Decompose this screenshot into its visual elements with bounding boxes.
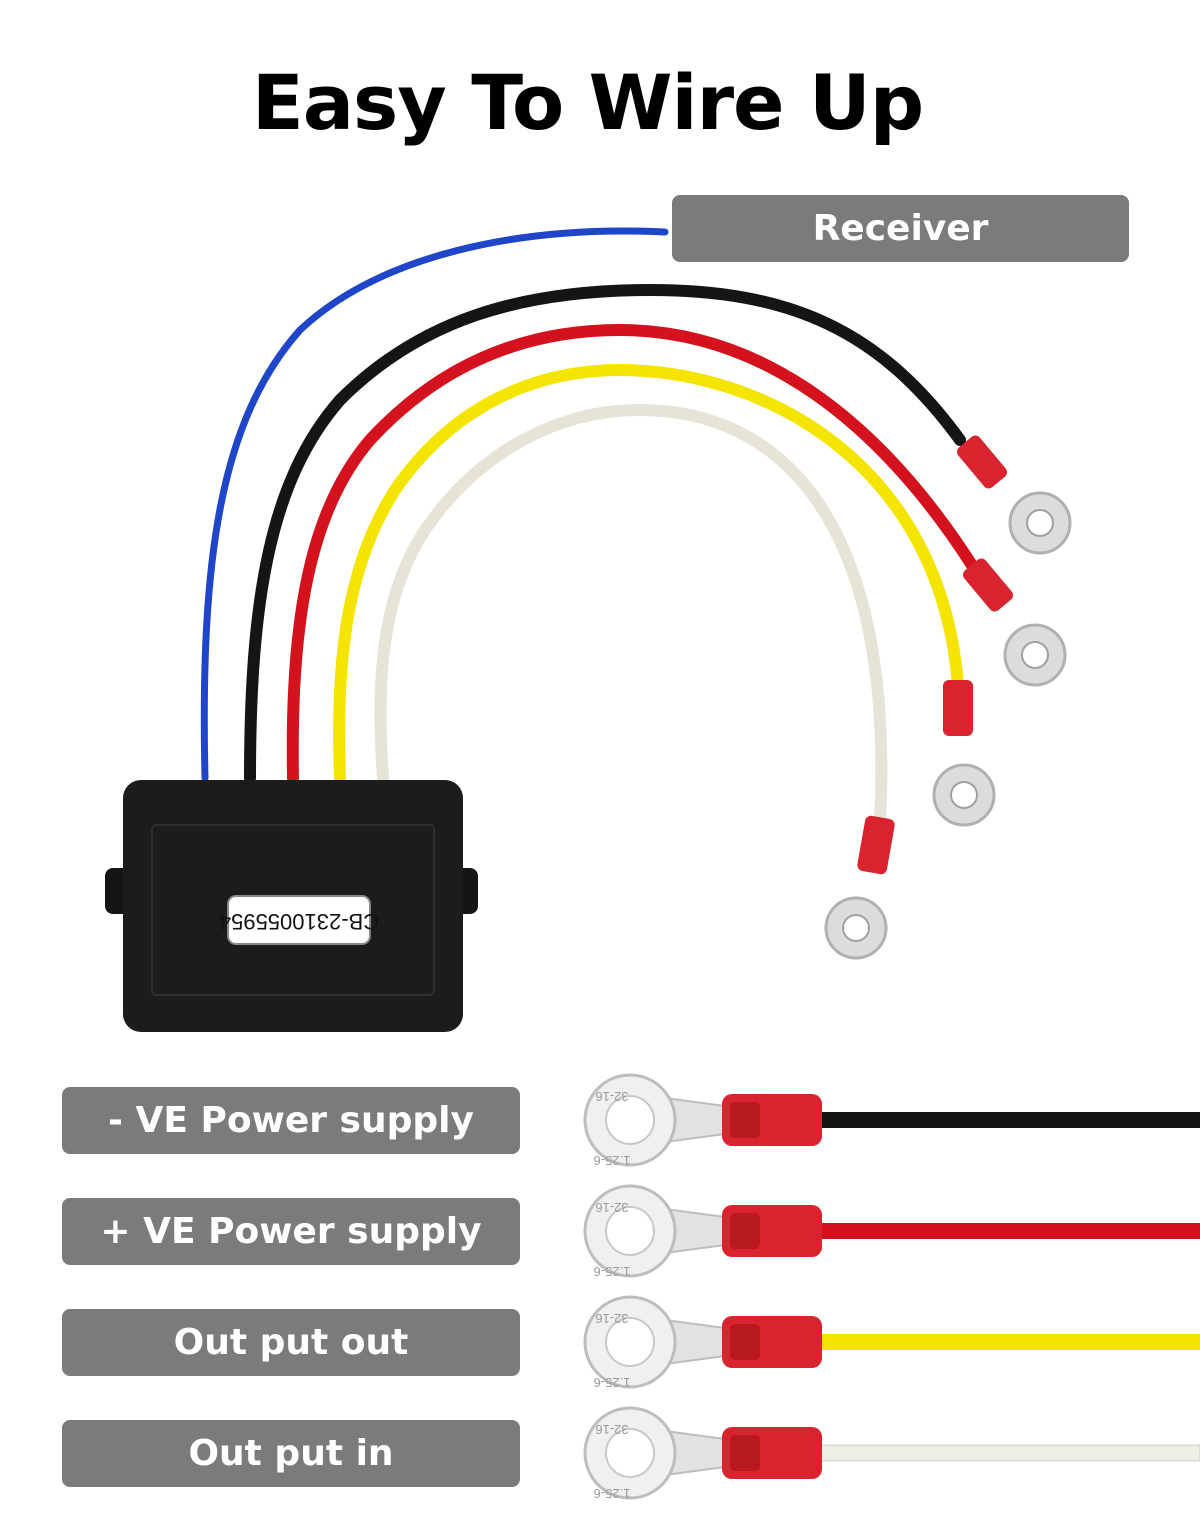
terminal-sleeve-shade <box>730 1213 760 1249</box>
page-title: Easy To Wire Up <box>251 58 924 147</box>
legend-wire-output-in: 32-16 1.25-6 <box>583 1406 1200 1501</box>
wire-label-negative-power: - VE Power supply <box>62 1087 520 1154</box>
receiver-antenna-wire <box>200 227 669 782</box>
module-label: CB-2310055954 <box>219 909 379 934</box>
terminal-stamp-top: 32-16 <box>595 1089 628 1104</box>
red-wire <box>286 323 981 784</box>
red-wire-terminal <box>963 558 1067 687</box>
terminal-sleeve-shade <box>730 1435 760 1471</box>
black-wire-terminal <box>957 435 1072 555</box>
legend-wire-cable <box>800 1223 1200 1239</box>
yellow-wire-terminal <box>932 680 996 827</box>
terminal-stamp-bottom: 1.25-6 <box>594 1375 631 1390</box>
white-wire-terminal <box>824 815 895 960</box>
control-module: CB-2310055954 <box>105 780 478 1032</box>
black-wire <box>244 283 966 784</box>
legend-wire-cable <box>799 1444 1200 1462</box>
wire-label-output-out: Out put out <box>62 1309 520 1376</box>
terminal-stamp-top: 32-16 <box>595 1200 628 1215</box>
terminal-stamp-bottom: 1.25-6 <box>594 1153 631 1168</box>
white-wire <box>374 403 888 826</box>
legend-wire-cable <box>800 1334 1200 1350</box>
ring-terminal-hole <box>605 1095 655 1145</box>
wire-label-positive-power: + VE Power supply <box>62 1198 520 1265</box>
terminal-sleeve-shade <box>730 1102 760 1138</box>
yellow-wire <box>333 363 964 784</box>
legend-wire-positive-power: 32-16 1.25-6 <box>583 1184 1200 1279</box>
terminal-stamp-bottom: 1.25-6 <box>594 1486 631 1501</box>
ring-terminal-hole <box>605 1317 655 1367</box>
legend-wire-cable <box>800 1112 1200 1128</box>
ring-terminal-hole <box>605 1206 655 1256</box>
wire-label-output-in: Out put in <box>62 1420 520 1487</box>
legend-wire-output-out: 32-16 1.25-6 <box>583 1295 1200 1390</box>
terminal-stamp-top: 32-16 <box>595 1311 628 1326</box>
ring-terminal-hole <box>605 1428 655 1478</box>
terminal-stamp-bottom: 1.25-6 <box>594 1264 631 1279</box>
legend-wire-negative-power: 32-16 1.25-6 <box>583 1073 1200 1168</box>
terminal-sleeve-shade <box>730 1324 760 1360</box>
terminal-stamp-top: 32-16 <box>595 1422 628 1437</box>
receiver-label: Receiver <box>672 195 1129 262</box>
